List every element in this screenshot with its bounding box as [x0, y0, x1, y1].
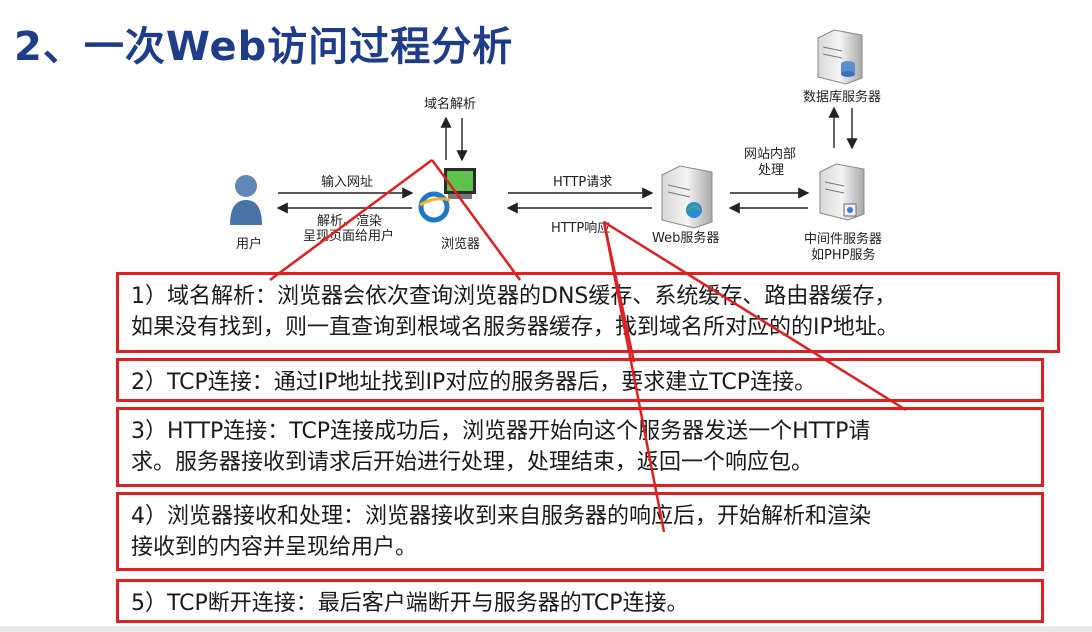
step-3-text: 3）HTTP连接：TCP连接成功后，浏览器开始向这个服务器发送一个HTTP请 求… — [131, 416, 870, 478]
step-3-line-2: 求。服务器接收到请求后开始进行处理，处理结束，返回一个响应包。 — [131, 450, 814, 475]
step-4-text: 4）浏览器接收和处理：浏览器接收到来自服务器的响应后，开始解析和渲染 接收到的内… — [131, 501, 871, 563]
step-4-line-2: 接收到的内容并呈现给用户。 — [131, 535, 418, 560]
internal-process-label-2: 处理 — [758, 163, 785, 178]
step-1-line-2: 如果没有找到，则一直查询到根域名服务器缓存，找到域名所对应的的IP地址。 — [131, 315, 899, 340]
step-2-line-1: 2）TCP连接：通过IP地址找到IP对应的服务器后，要求建立TCP连接。 — [131, 370, 817, 395]
step-1-text: 1）域名解析：浏览器会依次查询浏览器的DNS缓存、系统缓存、路由器缓存， 如果没… — [131, 281, 899, 343]
browser-label: 浏览器 — [441, 237, 481, 252]
http-request-label: HTTP请求 — [553, 175, 613, 190]
browser-icon — [418, 168, 476, 223]
http-response-label: HTTP响应 — [551, 221, 611, 236]
step-5-line-1: 5）TCP断开连接：最后客户端断开与服务器的TCP连接。 — [131, 591, 689, 616]
dns-label: 域名解析 — [424, 97, 477, 112]
present-page-label: 呈现页面给用户 — [303, 229, 395, 244]
database-server-icon — [817, 29, 863, 85]
web-server-icon — [661, 165, 713, 229]
user-label: 用户 — [236, 237, 263, 252]
db-server-label: 数据库服务器 — [803, 90, 882, 105]
step-3-line-1: 3）HTTP连接：TCP连接成功后，浏览器开始向这个服务器发送一个HTTP请 — [131, 419, 871, 444]
step-1-line-1: 1）域名解析：浏览器会依次查询浏览器的DNS缓存、系统缓存、路由器缓存， — [131, 284, 897, 309]
step-box-5: 5）TCP断开连接：最后客户端断开与服务器的TCP连接。 — [116, 579, 1044, 623]
internal-process-label-1: 网站内部 — [744, 147, 797, 162]
step-box-2: 2）TCP连接：通过IP地址找到IP对应的服务器后，要求建立TCP连接。 — [116, 358, 1044, 402]
web-server-label: Web服务器 — [652, 231, 720, 246]
middleware-label-2: 如PHP服务 — [811, 248, 876, 263]
bottom-strip — [0, 626, 1092, 632]
user-icon — [230, 175, 262, 225]
step-5-text: 5）TCP断开连接：最后客户端断开与服务器的TCP连接。 — [131, 588, 689, 619]
input-url-label: 输入网址 — [321, 175, 374, 190]
step-box-3: 3）HTTP连接：TCP连接成功后，浏览器开始向这个服务器发送一个HTTP请 求… — [116, 407, 1044, 487]
step-4-line-1: 4）浏览器接收和处理：浏览器接收到来自服务器的响应后，开始解析和渲染 — [131, 504, 871, 529]
step-box-4: 4）浏览器接收和处理：浏览器接收到来自服务器的响应后，开始解析和渲染 接收到的内… — [116, 492, 1044, 571]
page-title: 2、一次Web访问过程分析 — [14, 24, 514, 70]
step-2-text: 2）TCP连接：通过IP地址找到IP对应的服务器后，要求建立TCP连接。 — [131, 367, 816, 398]
step-box-1: 1）域名解析：浏览器会依次查询浏览器的DNS缓存、系统缓存、路由器缓存， 如果没… — [116, 272, 1060, 353]
middleware-server-icon — [819, 163, 865, 221]
